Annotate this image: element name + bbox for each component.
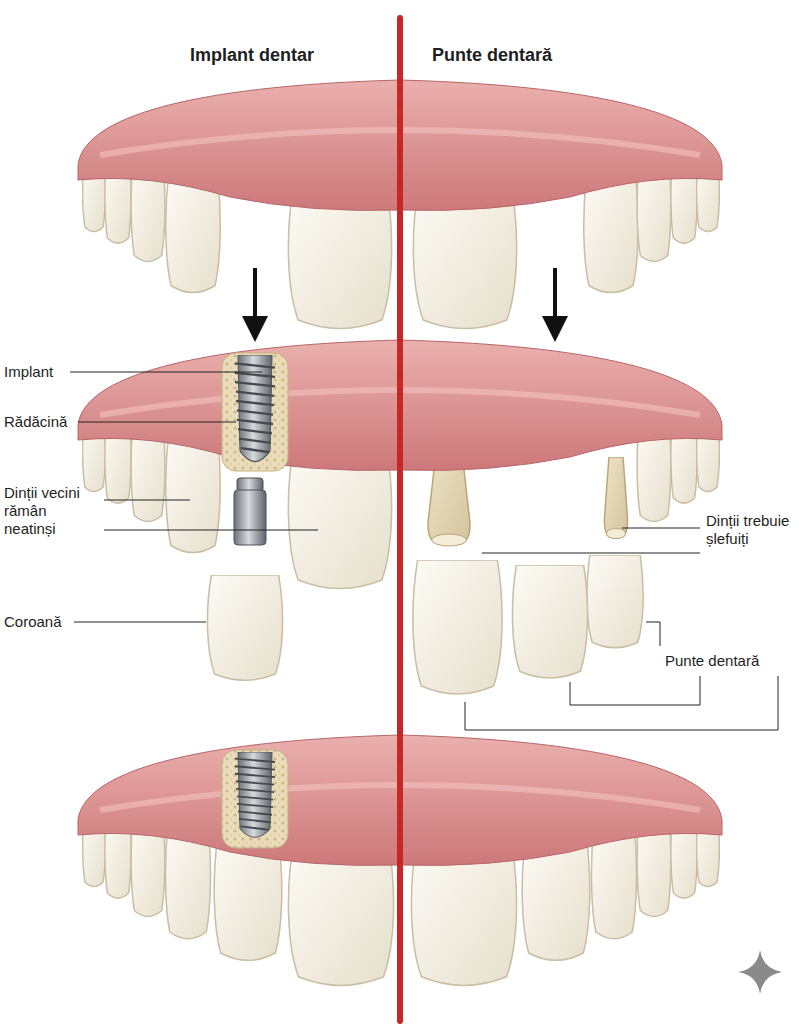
sparkle-mark [738, 950, 782, 994]
part-label: Punte dentară [665, 652, 795, 670]
implant-screw [235, 355, 275, 462]
leader-lines-part [78, 422, 236, 423]
leader-lines-part [622, 528, 700, 529]
down-arrows-part [553, 268, 557, 320]
column-heading: Implant dentar [190, 44, 314, 66]
crown [207, 575, 282, 680]
part-label: Implant [4, 363, 94, 381]
leader-lines-part [104, 500, 190, 501]
column-heading: Punte dentară [432, 44, 552, 66]
leader-lines-part [570, 676, 700, 705]
leader-lines [70, 372, 778, 730]
leader-lines-part [104, 530, 318, 531]
leader-lines-part [482, 553, 700, 554]
down-arrows-part [253, 268, 257, 320]
abutment-part [234, 490, 266, 545]
part-label: Dinții trebuie șlefuiți [706, 512, 796, 548]
leader-lines-part [465, 676, 778, 730]
part-label: Rădăcină [4, 413, 94, 431]
bone [222, 750, 288, 848]
part-label: Dinții vecini rămân neatinși [4, 484, 99, 538]
bridge [413, 555, 643, 694]
bridge-part [512, 565, 587, 678]
bone [222, 353, 288, 471]
leader-lines-part [646, 622, 660, 646]
bridge-part [587, 555, 643, 648]
prepared-teeth-part [604, 457, 627, 539]
implant-screw [235, 752, 275, 837]
abutment [234, 478, 266, 545]
divider-line [397, 15, 403, 1024]
down-arrows [242, 268, 568, 342]
down-arrows-part [542, 316, 568, 342]
leader-lines-part [70, 372, 262, 373]
down-arrows-part [242, 316, 268, 342]
bridge-part [413, 560, 502, 694]
leader-lines-part [74, 622, 206, 623]
part-label: Coroană [4, 613, 94, 631]
